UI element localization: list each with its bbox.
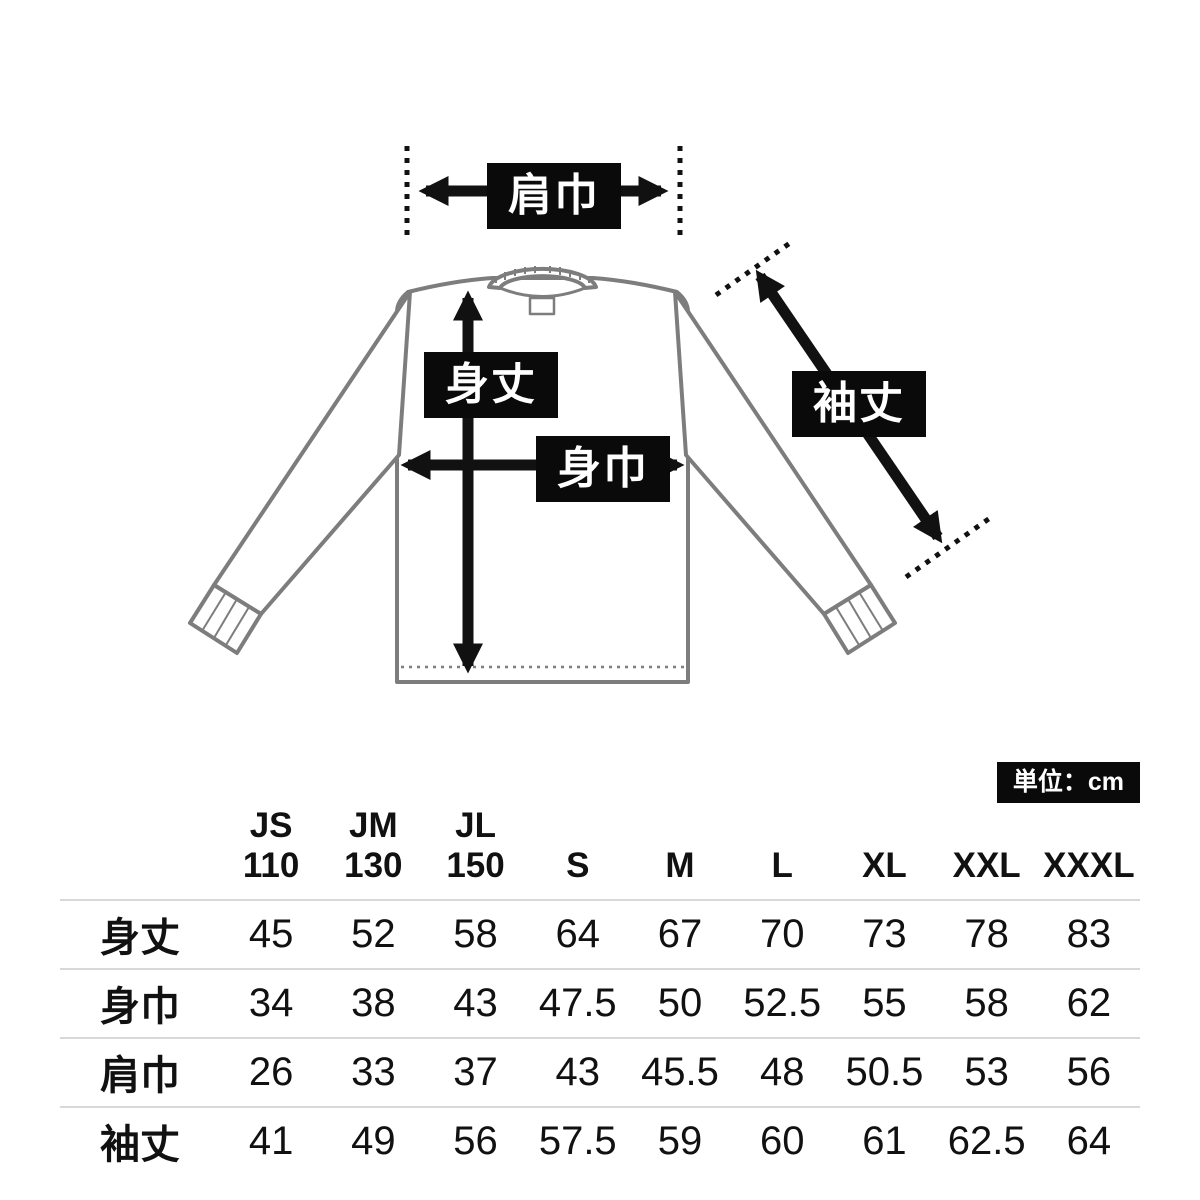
size-column-header: XL xyxy=(862,846,907,886)
cell: 58 xyxy=(453,911,498,956)
cell: 50.5 xyxy=(845,1049,924,1094)
cell: 62 xyxy=(1066,980,1112,1025)
table-row-body-length: 身丈 45 52 58 64 67 70 73 78 83 xyxy=(60,898,1140,968)
cell: 70 xyxy=(759,911,805,956)
cell: 52.5 xyxy=(743,980,822,1025)
cell: 52 xyxy=(351,911,396,956)
cell: 64 xyxy=(555,911,601,956)
size-diagram xyxy=(188,146,992,684)
size-column-header: JS 110 xyxy=(242,806,300,886)
cell: 41 xyxy=(248,1118,294,1163)
size-column-header: XXL xyxy=(952,846,1021,886)
row-label: 肩巾 xyxy=(100,1054,180,1098)
cell: 48 xyxy=(759,1049,805,1094)
size-column-header: L xyxy=(771,846,793,886)
sleeve-guide-top xyxy=(714,240,792,298)
cell: 33 xyxy=(351,1049,396,1094)
size-column-header: S xyxy=(566,846,590,886)
cell: 60 xyxy=(759,1118,805,1163)
cell: 61 xyxy=(862,1118,907,1163)
cell: 53 xyxy=(964,1049,1009,1094)
table-row-shoulder-width: 肩巾 26 33 37 43 45.5 48 50.5 53 56 xyxy=(60,1036,1140,1106)
sleeve-length-label: 袖丈 xyxy=(792,371,926,437)
body-width-label: 身巾 xyxy=(536,436,670,502)
body-length-label: 身丈 xyxy=(424,352,558,418)
cell: 43 xyxy=(453,980,498,1025)
sleeve-guide-bottom xyxy=(904,515,992,580)
size-column-header: M xyxy=(665,846,695,886)
cell: 64 xyxy=(1066,1118,1112,1163)
cell: 37 xyxy=(453,1049,498,1094)
row-label: 袖丈 xyxy=(100,1123,180,1167)
cell: 59 xyxy=(657,1118,703,1163)
cell: 58 xyxy=(964,980,1009,1025)
table-row-body-width: 身巾 34 38 43 47.5 50 52.5 55 58 62 xyxy=(60,967,1140,1037)
cell: 43 xyxy=(555,1049,601,1094)
cell: 34 xyxy=(248,980,294,1025)
cell: 45.5 xyxy=(641,1049,719,1094)
cell: 67 xyxy=(657,911,703,956)
cell: 56 xyxy=(453,1118,498,1163)
size-column-header: XXXL xyxy=(1043,846,1135,886)
unit-badge: 単位：cm xyxy=(996,762,1140,803)
cell: 49 xyxy=(351,1118,396,1163)
cell: 26 xyxy=(248,1049,294,1094)
size-table-header: JS 110 JM 130 JL 150 S M L xyxy=(60,806,1140,899)
size-table: JS 110 JM 130 JL 150 S M L xyxy=(60,806,1140,1175)
cell: 73 xyxy=(862,911,907,956)
table-row-sleeve-length: 袖丈 41 49 56 57.5 59 60 61 62.5 64 xyxy=(60,1105,1140,1175)
cell: 56 xyxy=(1066,1049,1112,1094)
size-column-header: JL 150 xyxy=(446,806,505,886)
cell: 83 xyxy=(1066,911,1112,956)
cell: 62.5 xyxy=(947,1118,1026,1163)
cell: 55 xyxy=(862,980,907,1025)
cell: 45 xyxy=(248,911,294,956)
cell: 50 xyxy=(657,980,703,1025)
row-label: 身丈 xyxy=(100,916,180,960)
cell: 47.5 xyxy=(538,980,617,1025)
cell: 78 xyxy=(964,911,1009,956)
size-column-header: JM 130 xyxy=(344,806,403,886)
cell: 57.5 xyxy=(538,1118,617,1163)
cell: 38 xyxy=(351,980,396,1025)
collar-ribbing xyxy=(495,266,590,283)
shoulder-width-label: 肩巾 xyxy=(487,163,621,229)
row-label: 身巾 xyxy=(100,985,180,1029)
